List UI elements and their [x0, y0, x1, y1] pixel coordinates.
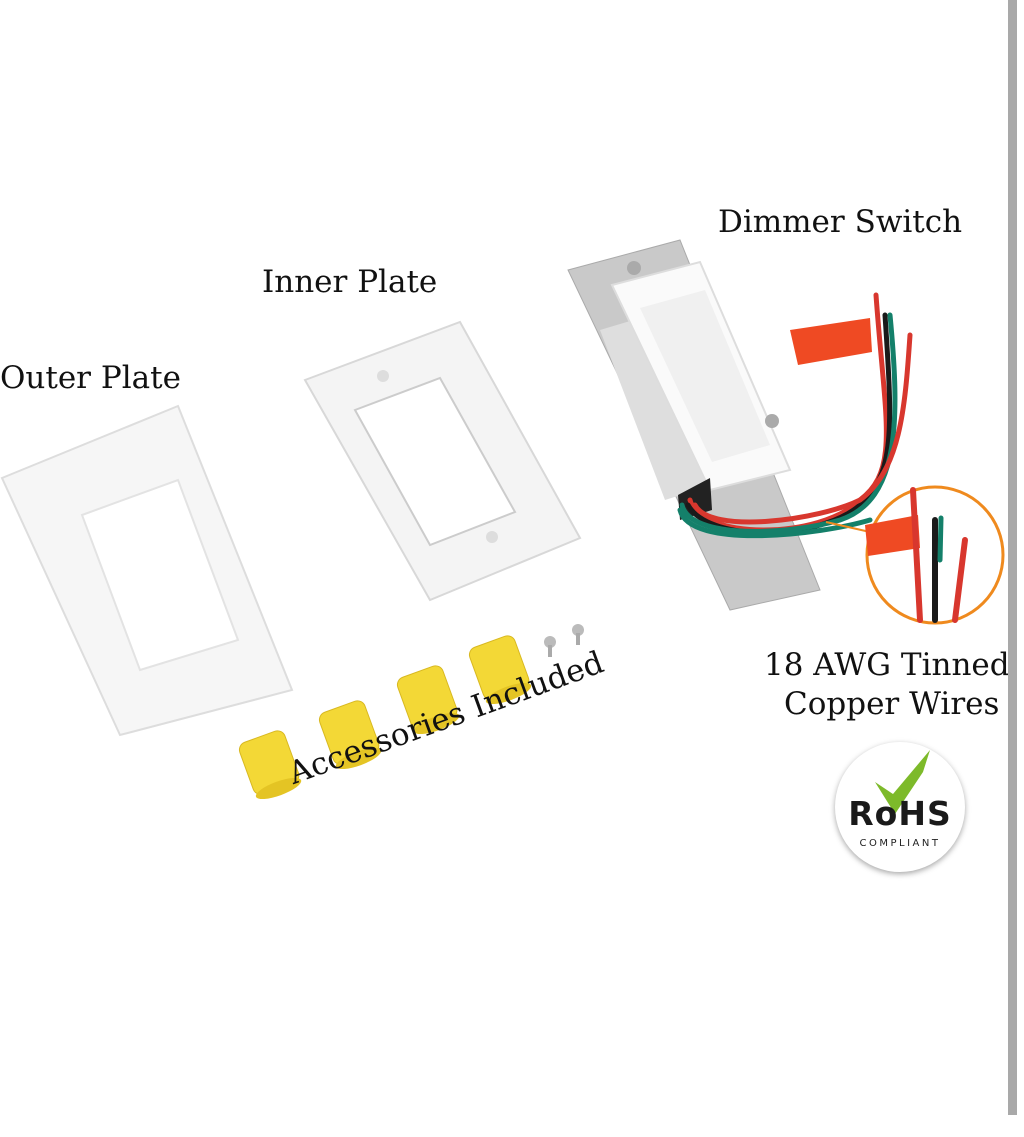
- rohs-badge: RoHS COMPLIANT: [835, 742, 965, 872]
- screws: [544, 624, 584, 657]
- dimmer-switch-image: [567, 239, 821, 611]
- inner-plate-label: Inner Plate: [262, 264, 438, 300]
- inner-plate: [303, 320, 582, 602]
- wires-label-line2: Copper Wires: [784, 686, 1000, 722]
- vertical-scrollbar[interactable]: [1008, 0, 1017, 1115]
- wires-label-line1: 18 AWG Tinned: [764, 647, 1010, 683]
- wire-nuts: [238, 635, 532, 800]
- outer-plate: [0, 404, 294, 737]
- checkmark-icon: [875, 750, 930, 814]
- wires: [677, 292, 913, 539]
- warning-tag: [790, 318, 872, 365]
- outer-plate-label: Outer Plate: [0, 360, 181, 396]
- wire-detail-magnifier: [825, 485, 1005, 625]
- dimmer-switch-label: Dimmer Switch: [718, 204, 963, 240]
- rohs-title: RoHS: [848, 794, 952, 833]
- rohs-subtitle: COMPLIANT: [859, 838, 941, 849]
